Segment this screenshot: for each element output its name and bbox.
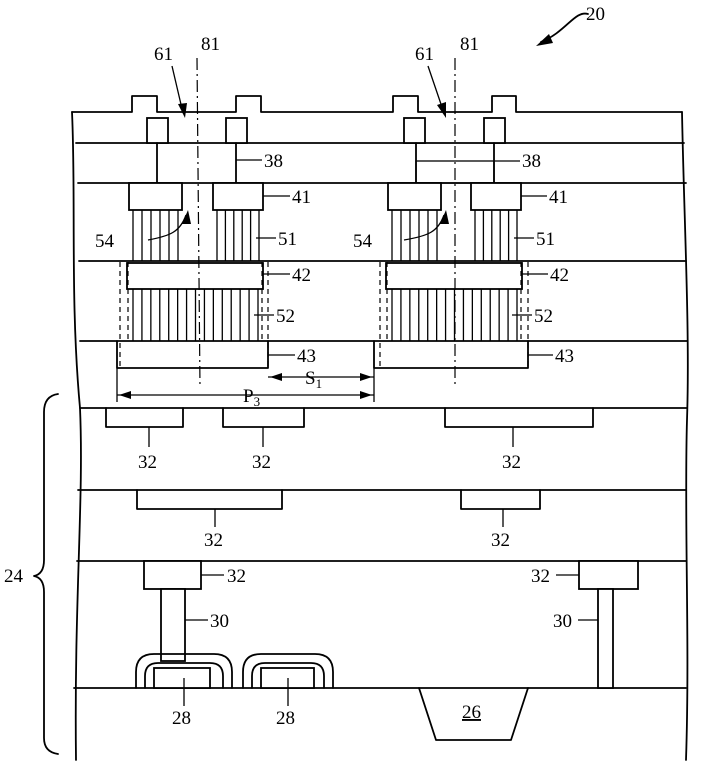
leader-54-right-head [440, 210, 449, 224]
via-30-right [597, 588, 614, 689]
p3-arrow-right [360, 391, 372, 399]
center-lines-81 [196, 57, 456, 389]
label-52-right: 52 [534, 306, 553, 327]
label-p3-main: P [243, 386, 254, 407]
label-s1-sub: 1 [316, 376, 323, 391]
via-30-left [160, 588, 186, 662]
via-bundles-52 [132, 289, 518, 341]
leader-61-right-head [437, 102, 446, 118]
s1-arrow-left [270, 373, 282, 381]
leader-54-left-head [182, 210, 191, 224]
plate-32-b [222, 407, 305, 428]
reference-labels: 20 61 81 61 81 38 38 41 41 54 54 51 51 4… [4, 4, 605, 729]
label-20: 20 [586, 4, 605, 25]
label-38-left: 38 [264, 151, 283, 172]
vias-30 [160, 588, 614, 689]
label-42-right: 42 [550, 265, 569, 286]
plate-32-c [444, 407, 594, 428]
block-43-left [116, 340, 269, 369]
block-41-left-a [128, 182, 183, 211]
gate-28-left-inner [144, 662, 224, 689]
label-81-right: 81 [460, 34, 479, 55]
gate-28-left-core [153, 667, 211, 689]
label-32-c: 32 [502, 452, 521, 473]
top-pad-3 [403, 117, 426, 144]
label-28-left: 28 [172, 708, 191, 729]
label-32-g: 32 [531, 566, 550, 587]
label-51-left: 51 [278, 229, 297, 250]
layer-38 [156, 142, 495, 184]
label-32-d: 32 [204, 530, 223, 551]
top-pad-4 [483, 117, 506, 144]
plate-32-f [143, 560, 202, 590]
label-43-right: 43 [555, 346, 574, 367]
layer-41-51 [128, 182, 522, 261]
label-54-right: 54 [353, 231, 373, 252]
block-41-right-b [470, 182, 522, 211]
top-pads [146, 117, 506, 144]
gate-28-left-outer [135, 653, 233, 689]
left-break-edge [71, 111, 82, 761]
top-pad-1 [146, 117, 169, 144]
label-s1: S1 [305, 368, 322, 391]
layer-43 [116, 340, 529, 369]
block-42-left [126, 262, 264, 290]
leader-61-left-head [178, 103, 187, 118]
label-52-left: 52 [276, 306, 295, 327]
label-41-right: 41 [549, 187, 568, 208]
label-24: 24 [4, 566, 24, 587]
top-pad-2 [225, 117, 248, 144]
label-26: 26 [462, 702, 481, 723]
label-32-e: 32 [491, 530, 510, 551]
plate-32-a [105, 407, 184, 428]
gate-28-right-outer [242, 653, 334, 689]
label-61-right: 61 [415, 44, 434, 65]
layer-42-52 [119, 262, 529, 370]
top-surface-outline [71, 95, 683, 113]
isolation-trench-26 [418, 687, 529, 741]
center-line-81-left [196, 57, 201, 389]
plate-32-d [136, 489, 283, 510]
dimensions [116, 368, 375, 402]
label-28-right: 28 [276, 708, 295, 729]
block-41-right-a [387, 182, 442, 211]
s1-arrow-right [360, 373, 372, 381]
plate-32-e [460, 489, 541, 510]
label-43-left: 43 [297, 346, 316, 367]
label-38-right: 38 [522, 151, 541, 172]
via-bundles-51 [132, 210, 518, 261]
label-61-left: 61 [154, 44, 173, 65]
leader-54-left [147, 214, 187, 241]
p3-arrow-left [119, 391, 131, 399]
label-41-left: 41 [292, 187, 311, 208]
block-42-right [385, 262, 523, 290]
label-s1-main: S [305, 368, 316, 389]
label-30-right: 30 [553, 611, 572, 632]
label-32-a: 32 [138, 452, 157, 473]
leader-20-head [536, 34, 553, 46]
block-43-right [373, 340, 529, 369]
label-32-f: 32 [227, 566, 246, 587]
label-32-b: 32 [252, 452, 271, 473]
label-81-left: 81 [201, 34, 220, 55]
label-42-left: 42 [292, 265, 311, 286]
label-51-right: 51 [536, 229, 555, 250]
block-41-left-b [212, 182, 264, 211]
label-p3: P3 [243, 386, 260, 409]
label-30-left: 30 [210, 611, 229, 632]
leader-lines [147, 12, 598, 706]
label-54-left: 54 [95, 231, 115, 252]
plate-32-g [578, 560, 639, 590]
brace-24 [33, 393, 59, 755]
label-p3-sub: 3 [254, 394, 261, 409]
gate-28-right-inner [251, 662, 325, 689]
right-break-edge [681, 111, 689, 761]
